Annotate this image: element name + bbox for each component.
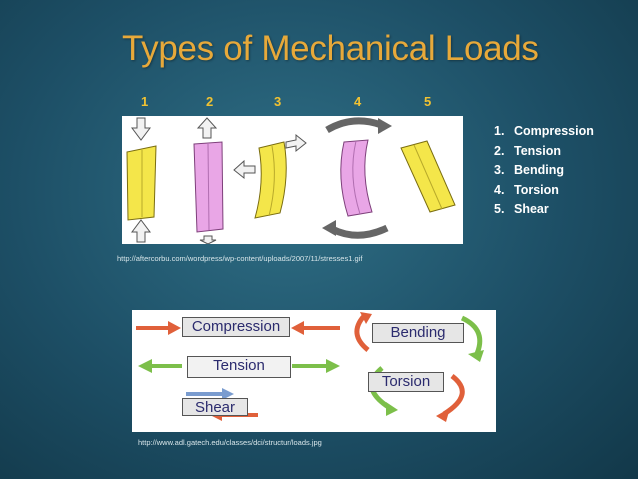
load-number-5: 5 bbox=[424, 94, 432, 109]
stress-types-illustration bbox=[126, 117, 456, 244]
load-number-2: 2 bbox=[206, 94, 214, 109]
load-number-1: 1 bbox=[141, 94, 149, 109]
torsion-label: Torsion bbox=[368, 372, 444, 392]
list-item-label: Tension bbox=[514, 143, 561, 158]
load-number-3: 3 bbox=[274, 94, 282, 109]
source-url-2: http://www.adl.gatech.edu/classes/dci/st… bbox=[138, 438, 322, 447]
compression-block-icon bbox=[126, 117, 157, 243]
stress-types-image bbox=[122, 116, 463, 244]
list-item: 4.Torsion bbox=[494, 182, 559, 197]
shear-label: Shear bbox=[182, 398, 248, 416]
torsion-block-icon bbox=[322, 117, 392, 239]
tension-label: Tension bbox=[187, 356, 291, 378]
loads-diagram-image: Compression Tension Shear Bending Torsio… bbox=[132, 310, 496, 432]
bending-label: Bending bbox=[372, 323, 464, 343]
list-item-label: Shear bbox=[514, 202, 549, 216]
bending-block-icon bbox=[233, 133, 307, 219]
load-number-row: 1 2 3 4 5 bbox=[123, 94, 463, 114]
slide-title: Types of Mechanical Loads bbox=[122, 29, 539, 68]
list-item: 2.Tension bbox=[494, 143, 561, 158]
load-types-list: 1.Compression 2.Tension 3.Bending 4.Tors… bbox=[494, 122, 594, 220]
load-number-4: 4 bbox=[354, 94, 362, 109]
compression-label: Compression bbox=[182, 317, 290, 337]
shear-block-icon bbox=[400, 140, 456, 213]
list-item: 1.Compression bbox=[494, 124, 594, 138]
list-item-label: Compression bbox=[514, 124, 594, 138]
source-url-1: http://aftercorbu.com/wordpress/wp-conte… bbox=[117, 254, 363, 263]
list-item-label: Bending bbox=[514, 163, 564, 177]
tension-block-icon bbox=[193, 117, 224, 244]
list-item: 5.Shear bbox=[494, 202, 549, 216]
list-item: 3.Bending bbox=[494, 163, 564, 177]
list-item-label: Torsion bbox=[514, 182, 559, 197]
